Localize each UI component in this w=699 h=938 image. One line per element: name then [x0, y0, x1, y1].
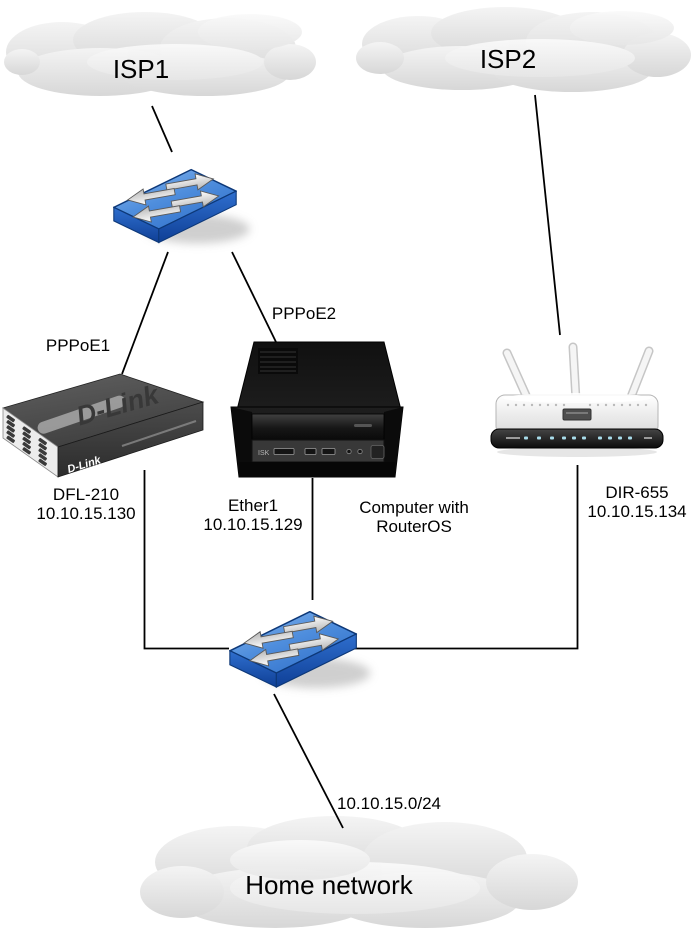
dfl210-vent-slots [6, 414, 47, 466]
link-isp2-dir655 [534, 94, 561, 336]
wan-switch-icon [114, 170, 250, 244]
routeros-ip: 10.10.15.129 [203, 515, 303, 535]
pc-front-text: ISK [258, 450, 270, 457]
pc-vent-grille [260, 351, 296, 372]
routeros-computer-image: ISK [230, 341, 404, 478]
routeros-interface-label: Ether1 10.10.15.129 [203, 496, 302, 534]
dir655-ip: 10.10.15.134 [587, 502, 687, 522]
routeros-caption-line1: Computer with [359, 498, 469, 517]
isp2-cloud-label: ISP2 [479, 44, 537, 74]
routeros-interface-name: Ether1 [227, 496, 279, 515]
home-cloud-label: Home network [245, 870, 413, 900]
dir655-vent-dots [506, 403, 648, 407]
link-dir655-lan-switch [353, 465, 579, 650]
connection-lines [121, 94, 579, 829]
link-switch-dfl210 [121, 251, 169, 375]
link-switch-routeros [231, 251, 277, 343]
dfl210-ip: 10.10.15.130 [36, 504, 136, 524]
dir655-antennas [502, 342, 654, 407]
home-subnet-label: 10.10.15.0/24 [337, 794, 441, 813]
dir655-device-image [490, 342, 664, 457]
link-lan-switch-home [273, 693, 344, 829]
dfl210-label: DFL-210 10.10.15.130 [36, 485, 135, 523]
pppoe2-link-label: PPPoE2 [271, 304, 337, 323]
dir655-label: DIR-655 10.10.15.134 [587, 483, 686, 521]
routeros-caption: Computer with RouterOS [359, 498, 469, 536]
link-dfl210-lan-switch [143, 470, 229, 650]
dir655-led-strip [506, 436, 652, 440]
isp1-cloud-label: ISP1 [112, 54, 170, 84]
dir655-name: DIR-655 [605, 483, 669, 502]
pppoe1-link-label: PPPoE1 [45, 336, 111, 355]
link-isp1-switch [151, 105, 173, 153]
isp1-cloud [4, 12, 316, 96]
home-network-cloud [140, 816, 578, 928]
dfl210-name: DFL-210 [52, 485, 120, 504]
lan-switch-icon [230, 612, 370, 688]
isp2-cloud [356, 7, 691, 92]
routeros-caption-line2: RouterOS [376, 517, 452, 537]
pc-front-ports [273, 445, 385, 459]
dfl210-device-image: D-Link D-Link [2, 373, 205, 478]
